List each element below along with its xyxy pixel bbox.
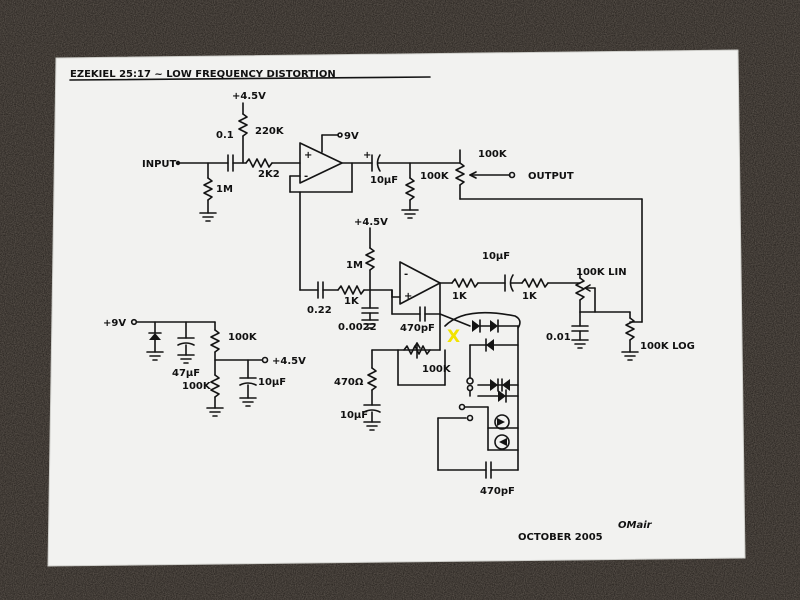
svg-text:+: + (304, 150, 312, 161)
label-cap-0-01: 0.01 (546, 332, 571, 343)
svg-text:+: + (363, 150, 371, 161)
label-cap-10uf-supply: 10µF (258, 377, 286, 388)
label-pot-100k-log: 100K LOG (640, 341, 695, 352)
signature: OMair (618, 520, 653, 531)
label-cap-0-1: 0.1 (216, 130, 234, 141)
label-cap-10uf-out: 10µF (370, 175, 398, 186)
output-stage: + (363, 149, 643, 323)
label-r-1m-in: 1M (216, 184, 233, 195)
label-input: INPUT (142, 159, 177, 170)
label-cap-0-0022: 0.0022 (338, 322, 377, 333)
label-pot-100k-top: 100K (478, 149, 508, 160)
label-pot-100k-fb: 100K (422, 364, 452, 375)
date-label: OCTOBER 2005 (518, 532, 603, 543)
label-output: OUTPUT (528, 171, 574, 182)
label-plus9v-supply: +9V (103, 318, 126, 329)
label-r-1k-a: 1K (344, 296, 360, 307)
label-plus45-mid: +4.5V (354, 217, 388, 228)
label-r-1m-mid: 1M (346, 260, 363, 271)
label-plus9v-opamp: 9V (344, 131, 359, 142)
svg-text:-: - (404, 269, 408, 280)
svg-text:-: - (304, 171, 308, 182)
label-cap-0-22: 0.22 (307, 305, 332, 316)
label-cap-10uf-mid: 10µF (482, 251, 510, 262)
component-labels: +4.5V 0.1 220K 9V INPUT 1M 2K2 10µF 100K… (103, 91, 695, 497)
label-r-1k-c: 1K (522, 291, 538, 302)
input-stage (175, 102, 301, 222)
power-supply (130, 318, 269, 417)
label-cap-470pf-bot: 470pF (480, 486, 515, 497)
label-r-2k2: 2K2 (258, 169, 280, 180)
label-r-220k: 220K (255, 126, 285, 137)
label-cap-10uf-bot: 10µF (340, 410, 368, 421)
gain-stage-2: - + (317, 227, 639, 361)
clipping-network (363, 311, 521, 479)
label-r-100k-div-b: 100K (182, 381, 212, 392)
schematic-title: EZEKIEL 25:17 ~ LOW FREQUENCY DISTORTION (70, 69, 336, 80)
label-pot-100k-lin: 100K LIN (576, 267, 627, 278)
label-r-100k-div-a: 100K (228, 332, 258, 343)
label-cap-47uf: 47µF (172, 368, 200, 379)
label-r-470: 470Ω (334, 377, 364, 388)
label-r-1k-b: 1K (452, 291, 468, 302)
label-plus45-supply: +4.5V (272, 356, 306, 367)
svg-text:+: + (404, 291, 412, 302)
label-r-100k-out: 100K (420, 171, 450, 182)
label-plus45-top: +4.5V (232, 91, 266, 102)
paper-sheet (48, 50, 745, 566)
highlight-marker: X (447, 327, 460, 347)
label-cap-470pf-fb: 470pF (400, 323, 435, 334)
